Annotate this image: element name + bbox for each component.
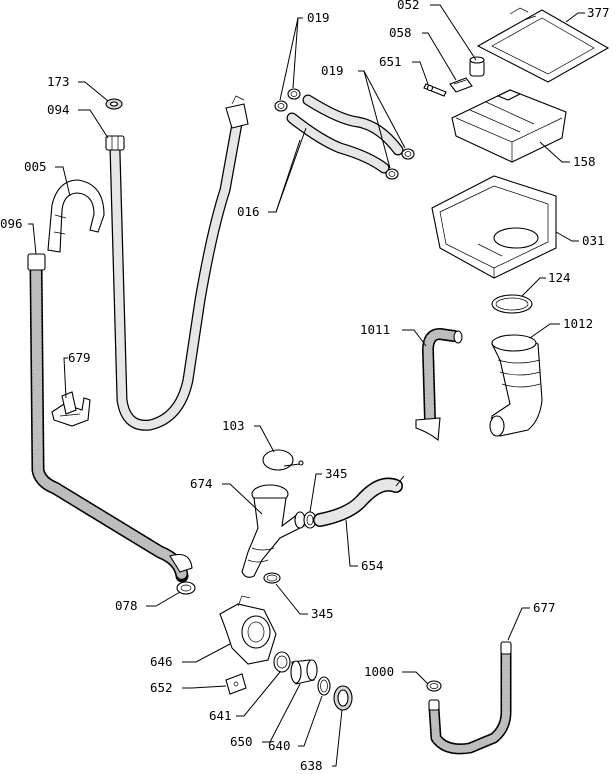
part-1011-pipe xyxy=(415,328,463,442)
part-679-clip xyxy=(51,391,91,427)
part-096-drain-hose xyxy=(27,253,193,583)
leader-lines xyxy=(28,4,585,767)
part-641-gasket xyxy=(273,651,291,673)
part-646-drain-pump xyxy=(219,595,277,665)
part-654-hose xyxy=(313,475,405,527)
label-674: 674 xyxy=(190,476,213,491)
part-052-cap xyxy=(469,56,485,77)
part-674-pump-housing xyxy=(241,484,306,578)
label-019-lower: 019 xyxy=(321,63,344,78)
part-377-cover xyxy=(476,7,610,83)
part-019-clamps-lower xyxy=(385,148,415,180)
label-096: 096 xyxy=(0,216,23,231)
part-173-washer xyxy=(105,98,123,110)
part-019-clamps-upper xyxy=(274,88,301,112)
label-677: 677 xyxy=(533,600,556,615)
label-103: 103 xyxy=(222,418,245,433)
part-031-dispenser-housing xyxy=(431,175,557,279)
label-005: 005 xyxy=(24,159,47,174)
label-640: 640 xyxy=(268,738,291,753)
label-652: 652 xyxy=(150,680,173,695)
part-005-hose-guide xyxy=(47,179,105,253)
label-094: 094 xyxy=(47,102,70,117)
label-641: 641 xyxy=(209,708,232,723)
label-016: 016 xyxy=(237,204,260,219)
part-640-o-ring xyxy=(317,676,331,696)
label-679: 679 xyxy=(68,350,91,365)
part-651-small-part xyxy=(423,83,447,97)
label-019-upper: 019 xyxy=(307,10,330,25)
part-016-hoses xyxy=(286,94,404,174)
label-345-lower: 345 xyxy=(311,606,334,621)
label-651: 651 xyxy=(379,54,402,69)
label-158: 158 xyxy=(573,154,596,169)
label-052: 052 xyxy=(397,0,420,12)
label-173: 173 xyxy=(47,74,70,89)
part-158-drawer xyxy=(451,89,567,163)
part-103-filter xyxy=(262,449,304,471)
label-377: 377 xyxy=(587,5,610,20)
part-1012-bellows-hose xyxy=(489,334,543,437)
part-1000-clip xyxy=(426,680,442,692)
label-1000: 1000 xyxy=(364,664,394,679)
part-124-clamp-ring xyxy=(491,294,533,314)
part-058-siphon xyxy=(449,77,473,93)
label-031: 031 xyxy=(582,233,605,248)
label-058: 058 xyxy=(389,25,412,40)
label-078: 078 xyxy=(115,598,138,613)
label-646: 646 xyxy=(150,654,173,669)
part-650-filter-cartridge xyxy=(290,659,318,685)
part-652-plate xyxy=(225,673,247,695)
part-094-inlet-hose xyxy=(105,95,249,431)
part-345-clamp-b xyxy=(263,572,281,584)
label-124: 124 xyxy=(548,270,571,285)
label-1011: 1011 xyxy=(360,322,390,337)
part-078-clamp xyxy=(176,581,196,595)
part-677-hose xyxy=(428,641,512,755)
label-345-upper: 345 xyxy=(325,466,348,481)
label-654: 654 xyxy=(361,558,384,573)
label-638: 638 xyxy=(300,758,323,773)
label-1012: 1012 xyxy=(563,316,593,331)
label-650: 650 xyxy=(230,734,253,749)
part-638-filter-cap xyxy=(333,685,353,711)
